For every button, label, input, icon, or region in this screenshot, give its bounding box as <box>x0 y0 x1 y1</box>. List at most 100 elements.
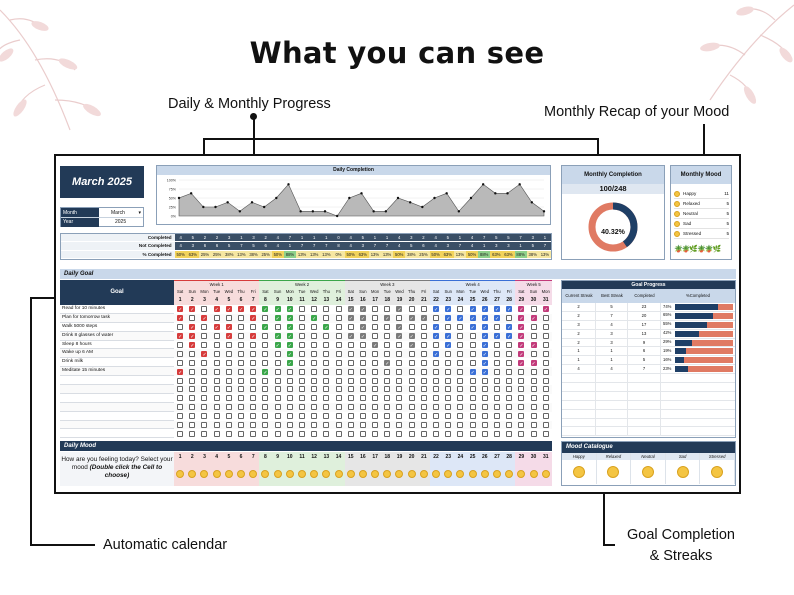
goal-checkbox[interactable]: ✓ <box>213 324 220 332</box>
goal-checkbox[interactable] <box>457 359 464 366</box>
goal-checkbox[interactable] <box>493 395 500 402</box>
goal-checkbox[interactable] <box>530 386 537 393</box>
goal-checkbox[interactable] <box>201 413 208 420</box>
goal-checkbox[interactable] <box>311 430 318 437</box>
goal-checkbox[interactable] <box>481 386 488 393</box>
goal-checkbox[interactable] <box>311 377 318 384</box>
goal-checkbox[interactable] <box>396 430 403 437</box>
goal-checkbox[interactable] <box>177 395 184 402</box>
goal-checkbox[interactable] <box>396 315 403 322</box>
goal-checkbox[interactable]: ✓ <box>201 350 208 358</box>
goal-checkbox[interactable] <box>250 377 257 384</box>
goal-checkbox[interactable] <box>250 350 257 357</box>
goal-checkbox[interactable] <box>542 386 549 393</box>
goal-checkbox[interactable] <box>469 377 476 384</box>
goal-checkbox[interactable] <box>225 395 232 402</box>
goal-checkbox[interactable] <box>238 324 245 331</box>
goal-checkbox[interactable]: ✓ <box>408 315 415 323</box>
goal-checkbox[interactable]: ✓ <box>518 342 525 349</box>
goal-checkbox[interactable] <box>408 359 415 366</box>
goal-checkbox[interactable] <box>518 386 525 393</box>
goal-checkbox[interactable] <box>189 395 196 402</box>
goal-checkbox[interactable] <box>506 395 513 402</box>
goal-checkbox[interactable] <box>335 368 342 375</box>
goal-checkbox[interactable] <box>420 395 427 402</box>
goal-checkbox[interactable] <box>262 395 269 402</box>
goal-checkbox[interactable] <box>530 413 537 420</box>
goal-checkbox[interactable]: ✓ <box>518 315 525 323</box>
goal-checkbox[interactable] <box>213 413 220 420</box>
goal-checkbox[interactable] <box>201 386 208 393</box>
goal-checkbox[interactable] <box>177 422 184 429</box>
goal-checkbox[interactable] <box>335 404 342 411</box>
goal-checkbox[interactable] <box>323 342 330 348</box>
goal-checkbox[interactable] <box>189 315 196 322</box>
goal-checkbox[interactable] <box>396 359 403 366</box>
mood-cell[interactable] <box>393 462 406 486</box>
mood-cell[interactable] <box>198 462 211 486</box>
goal-checkbox[interactable]: ✓ <box>396 324 403 332</box>
goal-checkbox[interactable] <box>493 430 500 437</box>
goal-checkbox[interactable] <box>298 368 305 375</box>
goal-checkbox[interactable] <box>384 333 391 340</box>
goal-checkbox[interactable] <box>542 430 549 437</box>
goal-checkbox[interactable] <box>433 413 440 420</box>
goal-checkbox[interactable] <box>213 368 220 375</box>
goal-checkbox[interactable] <box>177 413 184 420</box>
goal-checkbox[interactable] <box>530 404 537 411</box>
goal-checkbox[interactable] <box>420 368 427 375</box>
goal-checkbox[interactable] <box>225 377 232 384</box>
goal-checkbox[interactable] <box>433 377 440 384</box>
goal-checkbox[interactable]: ✓ <box>518 324 525 332</box>
goal-checkbox[interactable]: ✓ <box>359 324 366 332</box>
goal-checkbox[interactable] <box>262 359 269 366</box>
mood-cell[interactable] <box>490 462 504 486</box>
goal-checkbox[interactable] <box>372 413 379 420</box>
goal-checkbox[interactable] <box>481 377 488 384</box>
goal-checkbox[interactable] <box>298 377 305 384</box>
goal-checkbox[interactable] <box>408 368 415 375</box>
goal-checkbox[interactable]: ✓ <box>445 333 452 341</box>
goal-checkbox[interactable] <box>238 342 245 348</box>
goal-name[interactable] <box>60 393 174 403</box>
goal-checkbox[interactable] <box>481 430 488 437</box>
goal-name[interactable]: Meditate 15 minutes <box>60 367 174 377</box>
goal-checkbox[interactable] <box>542 315 549 322</box>
mood-cell[interactable] <box>527 462 540 486</box>
mood-cell[interactable] <box>222 462 235 486</box>
goal-checkbox[interactable] <box>518 422 525 429</box>
goal-checkbox[interactable] <box>323 333 330 340</box>
goal-checkbox[interactable] <box>225 315 232 322</box>
goal-checkbox[interactable] <box>177 404 184 411</box>
goal-checkbox[interactable] <box>347 324 354 331</box>
goal-checkbox[interactable] <box>433 430 440 437</box>
goal-checkbox[interactable]: ✓ <box>347 306 354 314</box>
mood-cell[interactable] <box>234 462 248 486</box>
goal-checkbox[interactable]: ✓ <box>481 350 488 358</box>
goal-checkbox[interactable]: ✓ <box>286 350 293 358</box>
mood-cell[interactable] <box>186 462 199 486</box>
goal-checkbox[interactable] <box>396 413 403 420</box>
mood-cell[interactable] <box>466 462 479 486</box>
goal-checkbox[interactable] <box>213 386 220 393</box>
goal-checkbox[interactable] <box>213 377 220 384</box>
goal-checkbox[interactable] <box>384 386 391 393</box>
goal-checkbox[interactable] <box>311 350 318 357</box>
goal-checkbox[interactable]: ✓ <box>274 333 281 341</box>
goal-checkbox[interactable] <box>493 377 500 384</box>
goal-checkbox[interactable] <box>201 368 208 375</box>
goal-checkbox[interactable] <box>201 306 208 313</box>
goal-checkbox[interactable] <box>250 342 257 348</box>
goal-checkbox[interactable] <box>262 413 269 420</box>
goal-checkbox[interactable] <box>372 359 379 366</box>
goal-checkbox[interactable] <box>298 404 305 411</box>
goal-checkbox[interactable] <box>493 359 500 366</box>
goal-checkbox[interactable] <box>457 333 464 340</box>
goal-checkbox[interactable] <box>225 413 232 420</box>
goal-checkbox[interactable] <box>518 368 525 375</box>
mood-cell[interactable] <box>283 462 296 486</box>
goal-checkbox[interactable] <box>250 404 257 411</box>
goal-name[interactable] <box>60 411 174 421</box>
goal-checkbox[interactable] <box>359 395 366 402</box>
goal-checkbox[interactable]: ✓ <box>262 368 269 376</box>
